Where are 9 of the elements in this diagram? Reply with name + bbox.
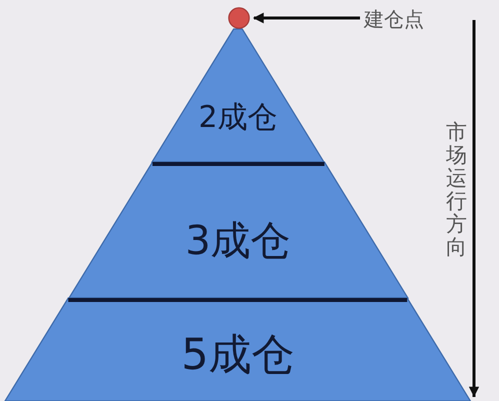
callout-label: 建仓点 bbox=[364, 9, 424, 29]
pyramid-tier bbox=[5, 298, 471, 401]
tier-label: 2成仓 bbox=[198, 103, 278, 133]
direction-label: 市场运行方向 bbox=[446, 121, 467, 260]
tier-label: 3成仓 bbox=[185, 221, 291, 261]
pyramid-tier bbox=[68, 162, 408, 298]
tier-label: 5成仓 bbox=[181, 334, 295, 377]
circle-marker bbox=[228, 7, 250, 29]
arrow bbox=[252, 12, 360, 24]
